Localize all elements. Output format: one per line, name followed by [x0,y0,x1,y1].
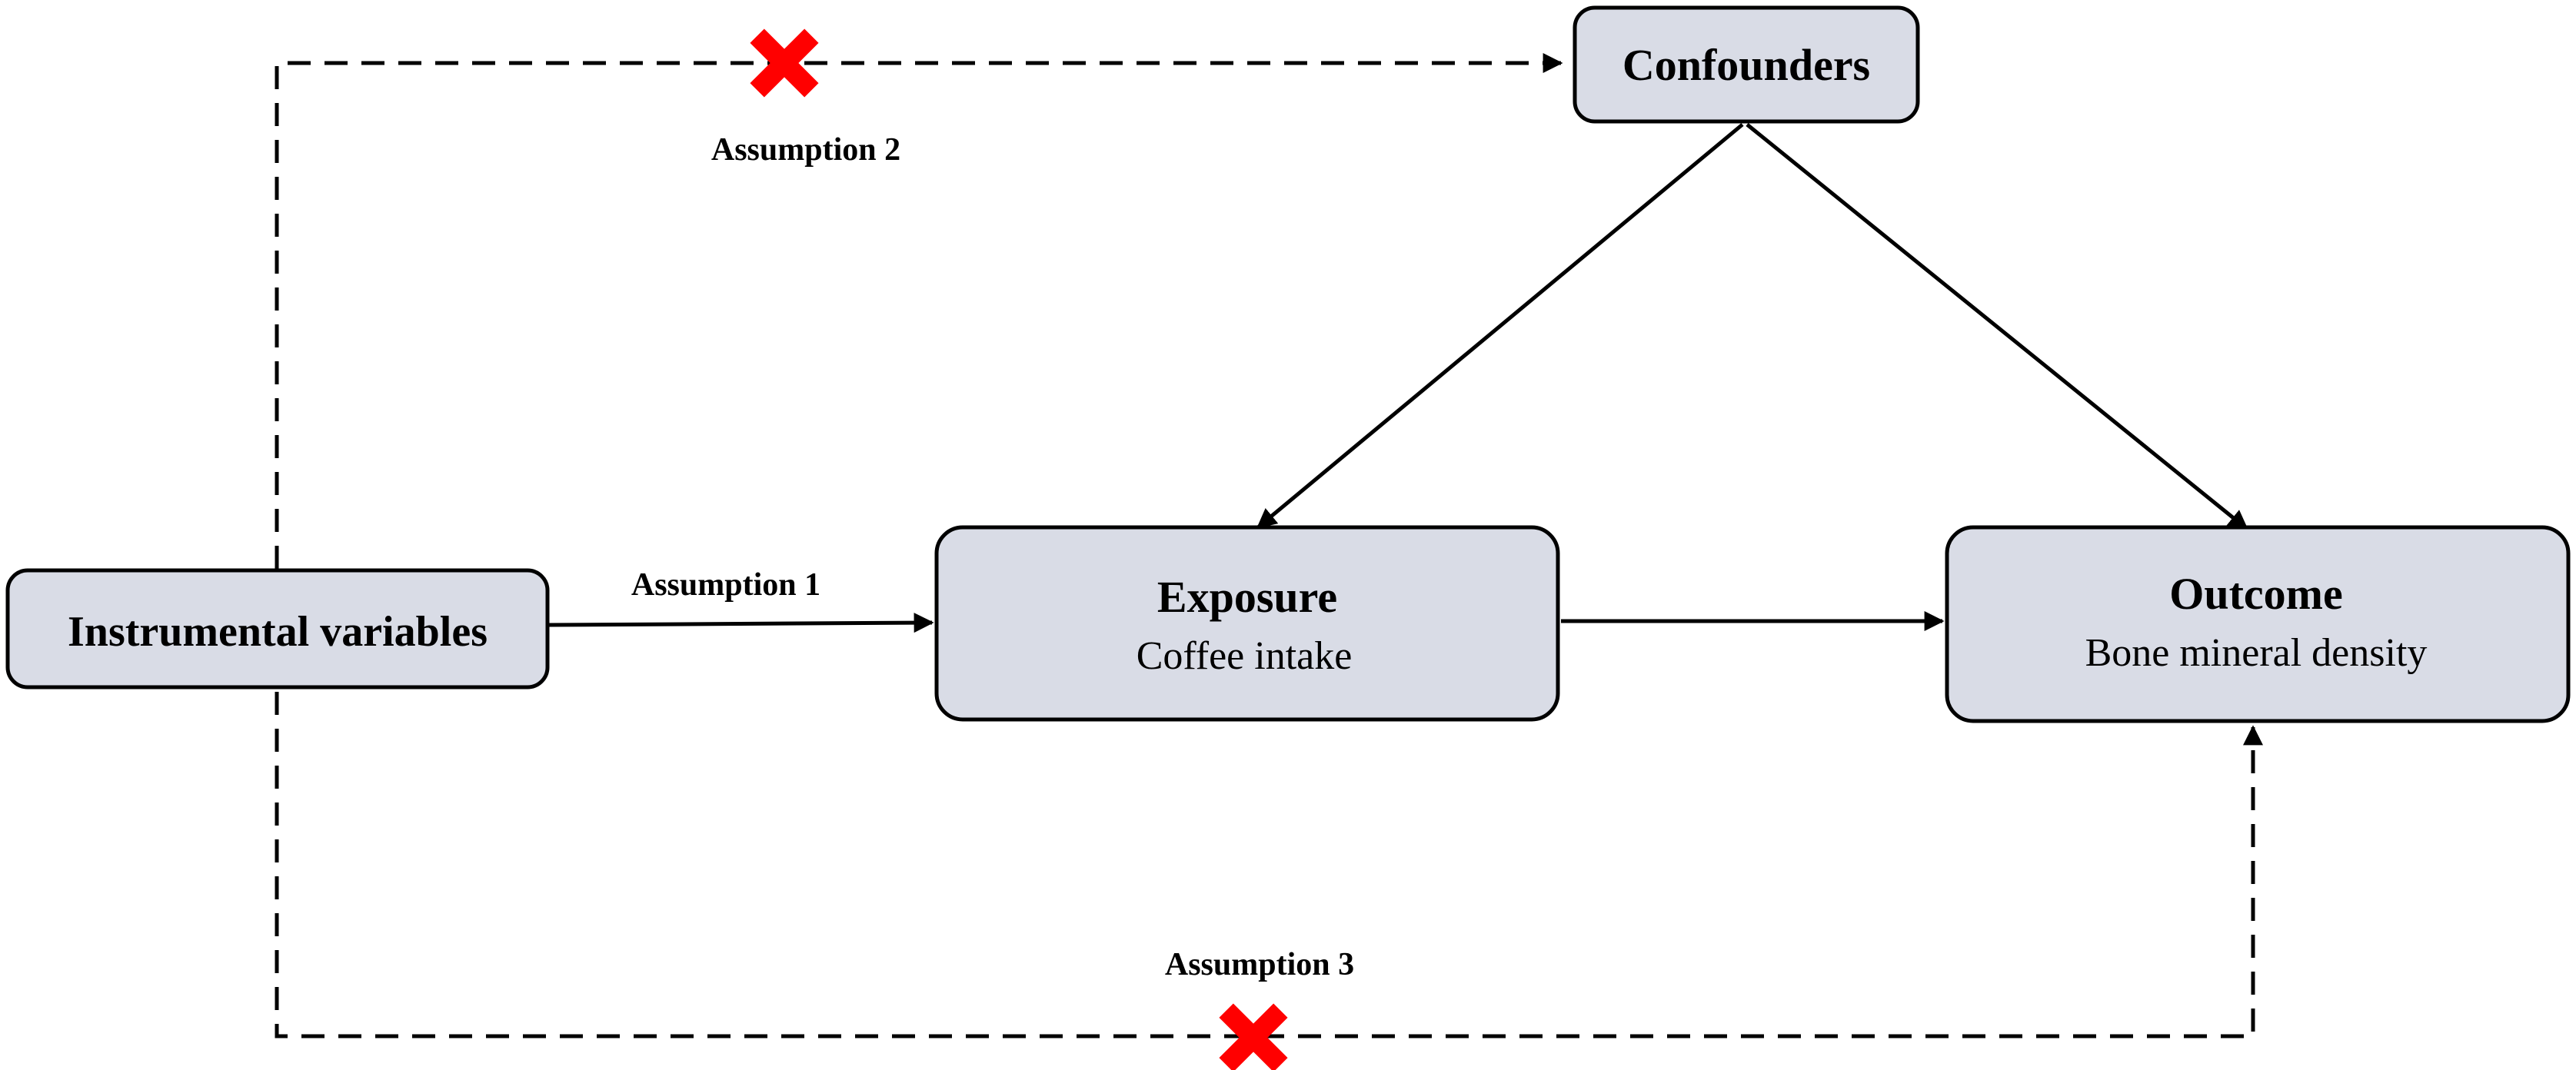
edge-confounders-exposure [1256,123,1744,529]
edge-assumption-2 [275,53,1563,569]
edge-assumption-3 [275,692,2263,1038]
edge-confounders-outcome [1746,123,2249,530]
label-assumption-2: Assumption 2 [711,132,900,168]
node-instrumental-title: Instrumental variables [68,608,488,656]
node-instrumental-variables: Instrumental variables [5,568,550,690]
node-exposure: Exposure Coffee intake [934,525,1560,722]
node-exposure-subtitle: Coffee intake [1137,634,1353,678]
label-assumption-3: Assumption 3 [1165,947,1354,982]
node-exposure-title: Exposure [1157,572,1337,622]
node-confounders-title: Confounders [1622,40,1870,90]
edge-assumption-1 [548,613,934,633]
violation-mark-assumption-2 [750,28,819,98]
label-assumption-1: Assumption 1 [631,567,820,603]
node-confounders: Confounders [1573,5,1920,124]
node-outcome-subtitle: Bone mineral density [2085,631,2428,675]
node-outcome: Outcome Bone mineral density [1945,525,2571,723]
node-outcome-title: Outcome [2169,569,2343,619]
violation-mark-assumption-3 [1219,1003,1288,1070]
